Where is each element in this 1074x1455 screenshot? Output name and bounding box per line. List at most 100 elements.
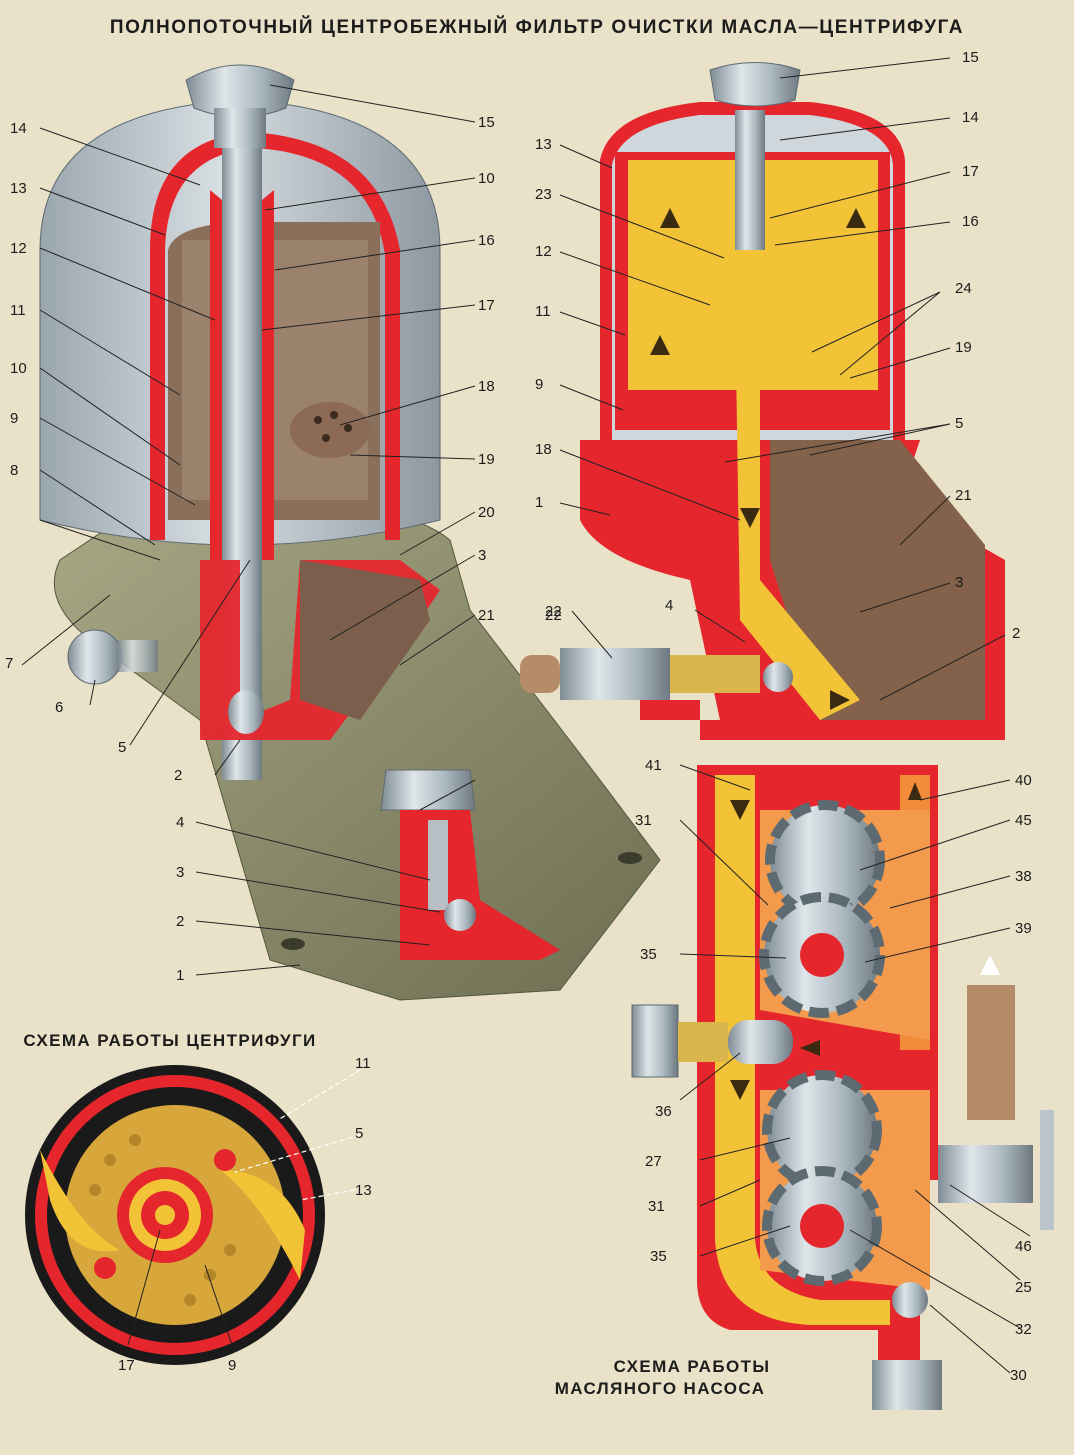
centrifuge-scheme-figure [25,1065,325,1365]
label-13: 13 [10,180,27,197]
knob-stem [214,108,266,148]
label-4: 4 [665,597,673,614]
pump-scheme-title-line2: МАСЛЯНОГО НАСОСА [555,1379,766,1398]
nozzle-hole [322,434,330,442]
label-21: 21 [955,487,972,504]
label-6: 6 [55,699,63,716]
mounting-hole [618,852,642,864]
flow-arrow [730,800,750,820]
bypass-valve-ball [444,899,476,931]
label-15: 15 [962,49,979,66]
drain-plug [67,629,123,685]
poster-title: ПОЛНОПОТОЧНЫЙ ЦЕНТРОБЕЖНЫЙ ФИЛЬТР ОЧИСТК… [110,16,964,38]
centrifuge-cutaway-figure [39,64,661,1001]
label-2-lower: 2 [176,913,184,930]
nozzle-upper [214,1149,236,1171]
rotor-hole [184,1294,196,1306]
label-14: 14 [962,109,979,126]
nozzle-hole [330,411,338,419]
label-12: 12 [535,243,552,260]
centrifuge-section-figure [520,62,1005,740]
label-2: 2 [174,767,182,784]
fig2-labels: 13 23 12 11 9 18 1 15 14 17 16 24 19 5 2… [535,49,1020,701]
label-20: 20 [478,504,495,521]
relief-valve-plug [631,1004,679,1078]
outlet-arrow [980,955,1000,975]
relief-valve-spring [678,1022,728,1062]
fig4-labels: 11 5 13 17 9 [118,1055,372,1374]
label-10-right: 10 [478,170,495,187]
mounting-hole [281,938,305,950]
label-7: 7 [5,655,13,672]
label-32: 32 [1015,1321,1032,1338]
label-22: 22 [545,603,562,620]
label-16: 16 [478,232,495,249]
label-35-lower: 35 [650,1248,667,1265]
label-41: 41 [645,757,662,774]
label-30: 30 [1010,1367,1027,1384]
centrifuge-scheme-title: СХЕМА РАБОТЫ ЦЕНТРИФУГИ [23,1031,316,1050]
label-18: 18 [478,378,495,395]
oil-line-spring [670,655,760,693]
oil-jet-right [220,1170,305,1280]
label-22: 22 [545,607,562,624]
pump-scheme-title-line1: СХЕМА РАБОТЫ [614,1357,771,1376]
label-19: 19 [478,451,495,468]
label-25: 25 [1015,1279,1032,1296]
label-38: 38 [1015,868,1032,885]
oil-jet-left [40,1150,120,1252]
label-4: 4 [176,814,184,831]
label-21: 21 [478,607,495,624]
pump-ball-valve [892,1282,928,1318]
axis-cut-section [210,190,274,560]
label-9: 9 [10,410,18,427]
label-11: 11 [535,303,551,320]
pump-bottom-plug [872,1360,942,1410]
label-18: 18 [535,441,552,458]
flow-arrow [740,508,760,528]
label-13: 13 [535,136,552,153]
oil-flow-channel [735,300,860,720]
flow-arrow [650,335,670,355]
bypass-valve-spring [428,820,448,910]
label-17: 17 [962,163,979,180]
rotor-hole [104,1154,116,1166]
label-19: 19 [955,339,972,356]
ball-valve [228,690,264,734]
label-17: 17 [478,297,495,314]
label-16: 16 [962,213,979,230]
label-5: 5 [355,1125,363,1142]
label-27: 27 [645,1153,662,1170]
flow-arrow [846,208,866,228]
section-axis [735,110,765,250]
flow-arrow [660,208,680,228]
oil-line-pipe [520,655,560,693]
rotor-hole [129,1134,141,1146]
label-46: 46 [1015,1238,1032,1255]
section-knob [709,62,801,107]
oil-cavity-right [770,440,985,720]
fig1-labels: 14 13 12 11 10 9 8 7 6 5 15 10 16 17 18 … [5,84,562,984]
label-35: 35 [640,946,657,963]
label-13: 13 [355,1182,372,1199]
nozzle-hole [344,424,352,432]
label-17: 17 [118,1357,135,1374]
label-3: 3 [478,547,486,564]
fig3-labels: 41 31 35 36 27 31 35 40 45 38 39 46 25 3… [635,757,1032,1384]
label-1: 1 [176,967,184,984]
oil-line-ball [763,662,793,692]
label-5: 5 [118,739,126,756]
label-11: 11 [355,1055,371,1072]
gear-bore [800,1204,844,1248]
label-24: 24 [955,280,972,297]
rotor-hole [224,1244,236,1256]
label-40: 40 [1015,772,1032,789]
rotor-inner-wall [182,240,368,500]
rotor-hub-center [155,1205,175,1225]
flow-arrow [830,690,850,710]
label-9: 9 [228,1357,236,1374]
label-8: 8 [10,462,18,479]
outlet-tap-handle [1040,1110,1054,1230]
bypass-valve-nut [380,769,476,811]
